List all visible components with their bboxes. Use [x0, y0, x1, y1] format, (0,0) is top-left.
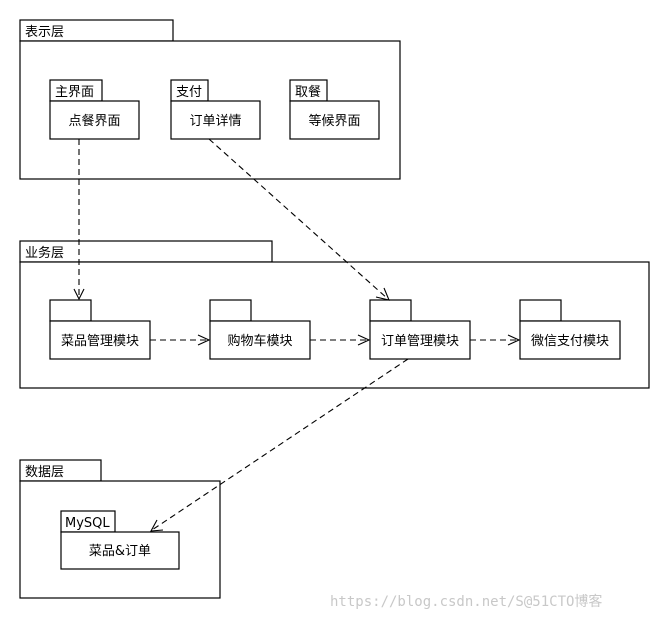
arrow-payment-to-order [208, 138, 389, 300]
arrowhead-order-to-wechat [507, 334, 521, 346]
package-mysql: MySQL 菜品&订单 [60, 510, 180, 570]
package-pickup-body [289, 100, 380, 140]
data-layer-label: 数据层 [25, 465, 64, 480]
package-payment-label: 订单详情 [189, 114, 241, 129]
module-cart-body [209, 320, 311, 360]
arrowhead-dish-to-cart [197, 334, 211, 346]
package-payment-body [170, 100, 261, 140]
arrowhead-main-ui-to-dish [73, 288, 85, 301]
package-main-ui-label: 点餐界面 [68, 113, 120, 129]
package-pickup-label: 等候界面 [308, 113, 360, 129]
arrowhead-cart-to-order [357, 334, 371, 346]
presentation-layer: 表示层 主界面 点餐界面 支付 订单详情 取餐 等候界面 [19, 19, 401, 180]
module-dish-management-tab [49, 299, 92, 322]
package-mysql-tab-label: MySQL [65, 516, 110, 531]
business-layer-label: 业务层 [25, 245, 64, 261]
package-pickup: 取餐 等候界面 [289, 79, 380, 140]
module-order-management-tab [369, 299, 412, 322]
module-wechat-pay-tab [519, 299, 562, 322]
module-wechat-pay-label: 微信支付模块 [531, 334, 609, 349]
module-dish-management: 菜品管理模块 [49, 299, 151, 360]
presentation-layer-label: 表示层 [25, 25, 64, 40]
package-main-ui-body [49, 100, 140, 140]
module-dish-management-body [49, 320, 151, 360]
module-wechat-pay-body [519, 320, 621, 360]
module-order-management-body [369, 320, 471, 360]
package-pickup-tab-label: 取餐 [295, 84, 321, 100]
watermark-text: https://blog.csdn.net/S@51CTO博客 [330, 593, 602, 610]
arrowhead-order-to-mysql [150, 519, 164, 532]
dependency-arrows [73, 138, 521, 532]
package-main-ui: 主界面 点餐界面 [49, 79, 140, 140]
package-mysql-body [60, 531, 180, 570]
business-layer: 业务层 菜品管理模块 购物车模块 订单管理模块 微信支付模块 [19, 240, 650, 389]
module-order-management-label: 订单管理模块 [381, 334, 459, 349]
package-payment-tab-label: 支付 [176, 85, 202, 100]
arrowhead-payment-to-order [375, 287, 390, 301]
package-payment: 支付 订单详情 [170, 79, 261, 140]
module-cart-tab [209, 299, 252, 322]
package-main-ui-tab-label: 主界面 [55, 85, 94, 100]
package-mysql-label: 菜品&订单 [89, 544, 151, 559]
module-order-management: 订单管理模块 [369, 299, 471, 360]
module-wechat-pay: 微信支付模块 [519, 299, 621, 360]
module-cart: 购物车模块 [209, 299, 311, 360]
arrow-order-to-mysql [151, 358, 409, 531]
module-cart-label: 购物车模块 [227, 333, 292, 349]
module-dish-management-label: 菜品管理模块 [61, 334, 139, 349]
data-layer: 数据层 MySQL 菜品&订单 [19, 459, 221, 599]
